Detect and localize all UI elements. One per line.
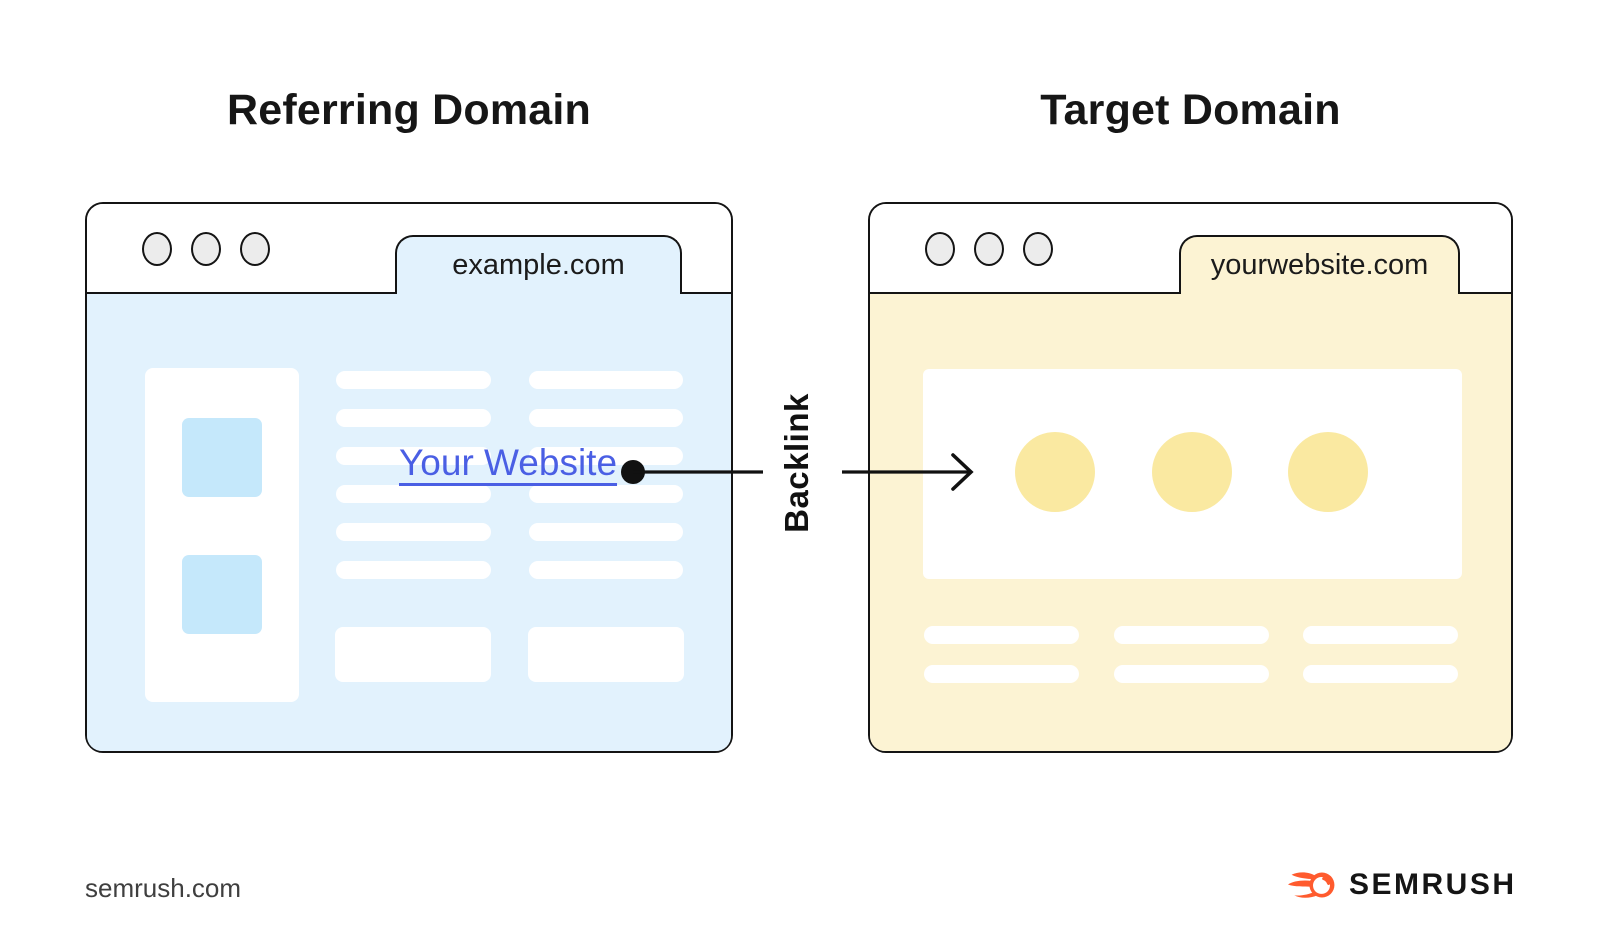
skeleton-bar	[1114, 665, 1269, 683]
skeleton-text-column	[924, 626, 1079, 683]
window-control-dot	[240, 232, 270, 266]
skeleton-bar	[924, 626, 1079, 644]
semrush-wordmark: SEMRUSH	[1349, 868, 1517, 901]
window-controls	[142, 232, 270, 266]
skeleton-bar	[336, 409, 491, 427]
window-control-dot	[1023, 232, 1053, 266]
hero-skeleton	[923, 369, 1462, 579]
skeleton-text-column	[1114, 626, 1269, 683]
skeleton-text-column	[529, 371, 683, 579]
arrowhead	[951, 453, 974, 491]
skeleton-bar	[336, 561, 491, 579]
window-control-dot	[191, 232, 221, 266]
window-control-dot	[925, 232, 955, 266]
skeleton-square	[182, 418, 262, 497]
skeleton-square	[182, 555, 262, 634]
referring-domain-title: Referring Domain	[227, 86, 591, 134]
skeleton-bar	[529, 447, 683, 465]
skeleton-bar	[336, 523, 491, 541]
tab-label: example.com	[452, 249, 625, 281]
backlink-arrow	[621, 453, 974, 491]
skeleton-text-column	[336, 371, 491, 579]
window-control-dot	[974, 232, 1004, 266]
skeleton-bar	[529, 523, 683, 541]
browser-tab-yourwebsite: yourwebsite.com	[1179, 235, 1460, 294]
skeleton-button	[528, 627, 684, 682]
target-domain-title: Target Domain	[1040, 86, 1341, 134]
skeleton-bar	[924, 665, 1079, 683]
skeleton-bar	[1114, 626, 1269, 644]
skeleton-bar	[529, 561, 683, 579]
skeleton-bar	[529, 371, 683, 389]
feature-circle	[1152, 432, 1232, 512]
browser-tab-example: example.com	[395, 235, 682, 294]
skeleton-bar	[336, 485, 491, 503]
sidebar-skeleton	[145, 368, 299, 702]
skeleton-bar	[336, 447, 491, 465]
skeleton-bar	[1303, 665, 1458, 683]
footer-source: semrush.com	[85, 873, 242, 903]
tab-label: yourwebsite.com	[1210, 249, 1429, 281]
semrush-flame-icon	[1288, 872, 1335, 898]
skeleton-bar	[529, 485, 683, 503]
skeleton-bar	[529, 409, 683, 427]
skeleton-bar	[336, 371, 491, 389]
target-domain-window: yourwebsite.com	[868, 202, 1513, 753]
skeleton-button	[335, 627, 491, 682]
your-website-link[interactable]: Your Website	[399, 442, 618, 483]
skeleton-text-column	[1303, 626, 1458, 683]
semrush-logo: SEMRUSH	[1288, 868, 1517, 902]
feature-circle	[1015, 432, 1095, 512]
skeleton-bar	[1303, 626, 1458, 644]
feature-circle	[1288, 432, 1368, 512]
target-page-content	[870, 294, 1511, 751]
referring-page-content: Your Website	[87, 294, 731, 751]
window-control-dot	[142, 232, 172, 266]
window-controls	[925, 232, 1053, 266]
